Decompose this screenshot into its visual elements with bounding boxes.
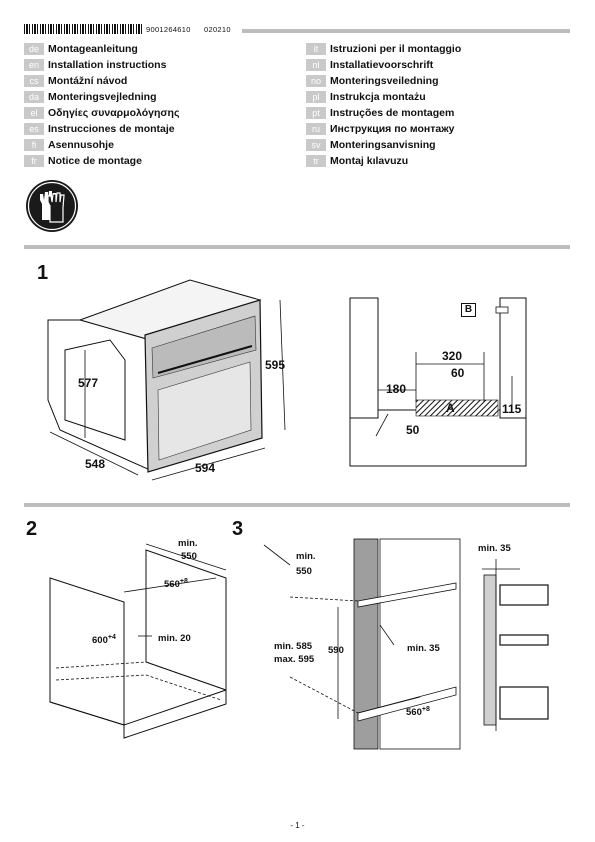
part-number: 9001264610 bbox=[146, 25, 191, 34]
language-code: pl bbox=[306, 91, 326, 103]
dim-height: 600+4 bbox=[92, 634, 116, 646]
language-code: pt bbox=[306, 107, 326, 119]
min-label: min. bbox=[296, 551, 316, 562]
language-title: Asennusohje bbox=[48, 139, 114, 151]
language-item: fr Notice de montage bbox=[24, 154, 142, 168]
dim-width-value: 560 bbox=[164, 579, 180, 591]
dim-60: 60 bbox=[451, 366, 465, 380]
language-item: it Istruzioni per il montaggio bbox=[306, 42, 461, 56]
language-item: fi Asennusohje bbox=[24, 138, 114, 152]
dim-height: 590 bbox=[328, 645, 344, 656]
dim-depth: 548 bbox=[85, 457, 106, 471]
side-gap-diagram bbox=[482, 559, 549, 731]
language-title: Monteringsanvisning bbox=[330, 139, 436, 151]
dim-height-value: 600 bbox=[92, 635, 108, 647]
language-item: nl Installatievoorschrift bbox=[306, 58, 433, 72]
language-code: no bbox=[306, 75, 326, 87]
language-title: Instrukcja montażu bbox=[330, 91, 426, 103]
dim-width-tol: +8 bbox=[179, 578, 188, 585]
language-title: Инструкция по монтажу bbox=[330, 123, 455, 135]
language-title: Montaj kılavuzu bbox=[330, 155, 409, 167]
language-item: sv Monteringsanvisning bbox=[306, 138, 436, 152]
dim-180: 180 bbox=[386, 382, 407, 396]
dim-inner-depth: 577 bbox=[78, 376, 99, 390]
language-title: Notice de montage bbox=[48, 155, 142, 167]
step-number: 2 bbox=[26, 518, 38, 540]
tall-cabinet-diagram bbox=[263, 538, 461, 750]
language-item: el Οδηγίες συναρμολόγησης bbox=[24, 106, 179, 120]
language-code: en bbox=[24, 59, 44, 71]
dim-width: 560+8 bbox=[406, 706, 430, 718]
dim-width: 594 bbox=[195, 461, 216, 475]
language-code: cs bbox=[24, 75, 44, 87]
dim-115: 115 bbox=[502, 402, 522, 416]
label-a: A bbox=[446, 401, 455, 415]
section-rule bbox=[24, 503, 570, 507]
language-code: el bbox=[24, 107, 44, 119]
label-b: B bbox=[461, 303, 476, 317]
language-title: Montageanleitung bbox=[48, 43, 138, 55]
language-title: Monteringsvejledning bbox=[48, 91, 157, 103]
language-item: en Installation instructions bbox=[24, 58, 166, 72]
language-title: Instruções de montagem bbox=[330, 107, 455, 119]
dim-height: 595 bbox=[265, 358, 286, 372]
dim-side-gap: min. 35 bbox=[478, 543, 511, 554]
section-rule bbox=[24, 245, 570, 249]
dim-width-tol: +8 bbox=[421, 706, 430, 713]
dim-50: 50 bbox=[406, 423, 420, 437]
language-item: pl Instrukcja montażu bbox=[306, 90, 426, 104]
language-code: fi bbox=[24, 139, 44, 151]
gloves-icon bbox=[26, 180, 78, 232]
dim-depth: 550 bbox=[296, 566, 312, 577]
language-title: Instrucciones de montaje bbox=[48, 123, 175, 135]
language-code: tr bbox=[306, 155, 326, 167]
language-item: es Instrucciones de montaje bbox=[24, 122, 175, 136]
language-title: Installatievoorschrift bbox=[330, 59, 434, 71]
language-item: pt Instruções de montagem bbox=[306, 106, 454, 120]
language-code: nl bbox=[306, 59, 326, 71]
oven-appliance-drawing bbox=[47, 279, 286, 481]
language-code: es bbox=[24, 123, 44, 135]
dim-gap: min. 35 bbox=[407, 643, 440, 654]
dim-width: 560+8 bbox=[164, 578, 188, 590]
language-code: fr bbox=[24, 155, 44, 167]
dim-width-value: 560 bbox=[406, 707, 422, 719]
language-item: cs Montážní návod bbox=[24, 74, 127, 88]
dim-gap: min. 20 bbox=[158, 633, 191, 644]
barcode bbox=[24, 24, 142, 34]
step-number: 3 bbox=[232, 518, 244, 540]
language-title: Montážní návod bbox=[48, 75, 128, 87]
language-code: da bbox=[24, 91, 44, 103]
language-item: de Montageanleitung bbox=[24, 42, 138, 56]
language-code: sv bbox=[306, 139, 326, 151]
language-item: ru Инструкция по монтажу bbox=[306, 122, 455, 136]
language-title: Οδηγίες συναρμολόγησης bbox=[48, 107, 180, 119]
date-code: 020210 bbox=[204, 25, 231, 34]
base-cabinet-diagram bbox=[49, 543, 227, 739]
dim-depth: 550 bbox=[181, 551, 197, 562]
header-rule bbox=[242, 29, 570, 33]
min-label: min. bbox=[178, 538, 198, 549]
dim-height-tol: +4 bbox=[107, 634, 116, 641]
language-code: it bbox=[306, 43, 326, 55]
dim-min-height: min. 585 bbox=[274, 641, 313, 652]
language-item: no Monteringsveiledning bbox=[306, 74, 439, 88]
language-code: ru bbox=[306, 123, 326, 135]
dim-320: 320 bbox=[442, 349, 463, 363]
language-title: Installation instructions bbox=[48, 59, 167, 71]
language-title: Monteringsveiledning bbox=[330, 75, 439, 87]
page-number: - 1 - bbox=[290, 821, 305, 830]
language-title: Istruzioni per il montaggio bbox=[330, 43, 462, 55]
step-number: 1 bbox=[37, 262, 49, 284]
language-item: tr Montaj kılavuzu bbox=[306, 154, 408, 168]
niche-diagram bbox=[349, 297, 527, 467]
language-code: de bbox=[24, 43, 44, 55]
dim-max-height: max. 595 bbox=[274, 654, 315, 665]
language-item: da Monteringsvejledning bbox=[24, 90, 157, 104]
